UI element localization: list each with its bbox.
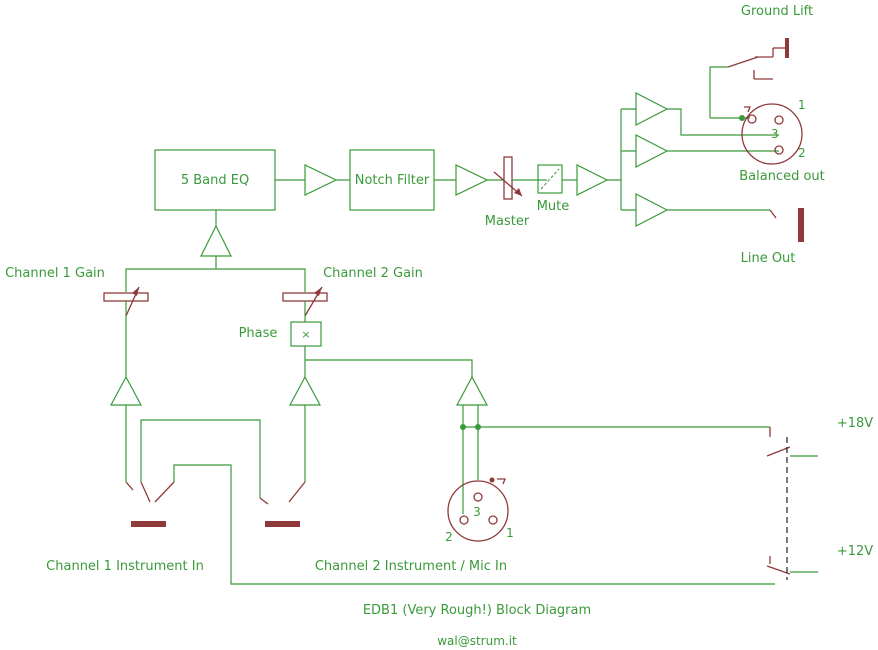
wire-hot-pin1 — [667, 108, 779, 136]
balanced-out-label: Balanced out — [739, 169, 825, 184]
out-pin-3: 3 — [771, 127, 779, 141]
ground-lift-switch — [727, 38, 789, 80]
out-pin-2: 2 — [798, 146, 806, 160]
wire-gain-bus — [125, 256, 306, 292]
out-driver-hot — [635, 92, 669, 126]
mix-amp — [200, 224, 232, 257]
out-pin-1: 1 — [798, 98, 806, 112]
balanced-out-xlr — [741, 103, 803, 165]
mute-switch — [537, 164, 563, 194]
mic-preamp — [455, 375, 489, 406]
wire-ch1-power-switch — [173, 464, 775, 585]
ground-lift-label: Ground Lift — [741, 4, 813, 19]
phase-label: Phase — [239, 326, 278, 341]
out-driver-cold — [635, 134, 669, 168]
mic-xlr-input — [447, 477, 509, 542]
channel-1-in-label: Channel 1 Instrument In — [46, 559, 204, 574]
master-pot — [493, 156, 523, 200]
plus-18v-label: +18V — [837, 416, 873, 431]
master-label: Master — [485, 214, 530, 229]
eq-block: 5 Band EQ — [154, 149, 276, 211]
line-out-jack — [769, 208, 804, 242]
channel-2-in-label: Channel 2 Instrument / Mic In — [315, 559, 507, 574]
notch-filter-label: Notch Filter — [355, 173, 430, 188]
buffer-amp-1 — [304, 164, 338, 196]
buffer-amp-2 — [455, 164, 489, 196]
notch-filter-block: Notch Filter — [349, 149, 435, 211]
channel-2-gain-label: Channel 2 Gain — [323, 266, 423, 281]
in-pin-2: 2 — [445, 530, 453, 544]
in-pin-3: 3 — [473, 505, 481, 519]
out-driver-line — [635, 193, 669, 227]
buffer-amp-3 — [576, 164, 609, 196]
channel-1-gain-label: Channel 1 Gain — [5, 266, 105, 281]
phase-symbol: × — [301, 328, 310, 341]
plus-12v-label: +12V — [837, 544, 873, 559]
mute-label: Mute — [537, 199, 570, 214]
channel-2-jack — [259, 481, 306, 527]
wire-ground-lift — [709, 66, 728, 118]
diagram-title: EDB1 (Very Rough!) Block Diagram — [363, 603, 591, 618]
line-out-label: Line Out — [741, 251, 796, 266]
wire-mic-to-channel2 — [305, 359, 473, 377]
wire-mic-pins — [462, 405, 479, 514]
author-email: wal@strum.it — [437, 634, 517, 648]
eq-label: 5 Band EQ — [181, 173, 249, 188]
channel-1-preamp — [109, 375, 143, 406]
in-pin-1: 1 — [506, 526, 514, 540]
power-switch — [766, 427, 818, 580]
output-splitter-wires — [607, 108, 636, 211]
channel-1-jack — [125, 481, 175, 527]
wire-ch1-switch-cross — [140, 419, 261, 498]
phase-switch: × — [290, 321, 322, 347]
channel-2-preamp — [288, 375, 322, 406]
